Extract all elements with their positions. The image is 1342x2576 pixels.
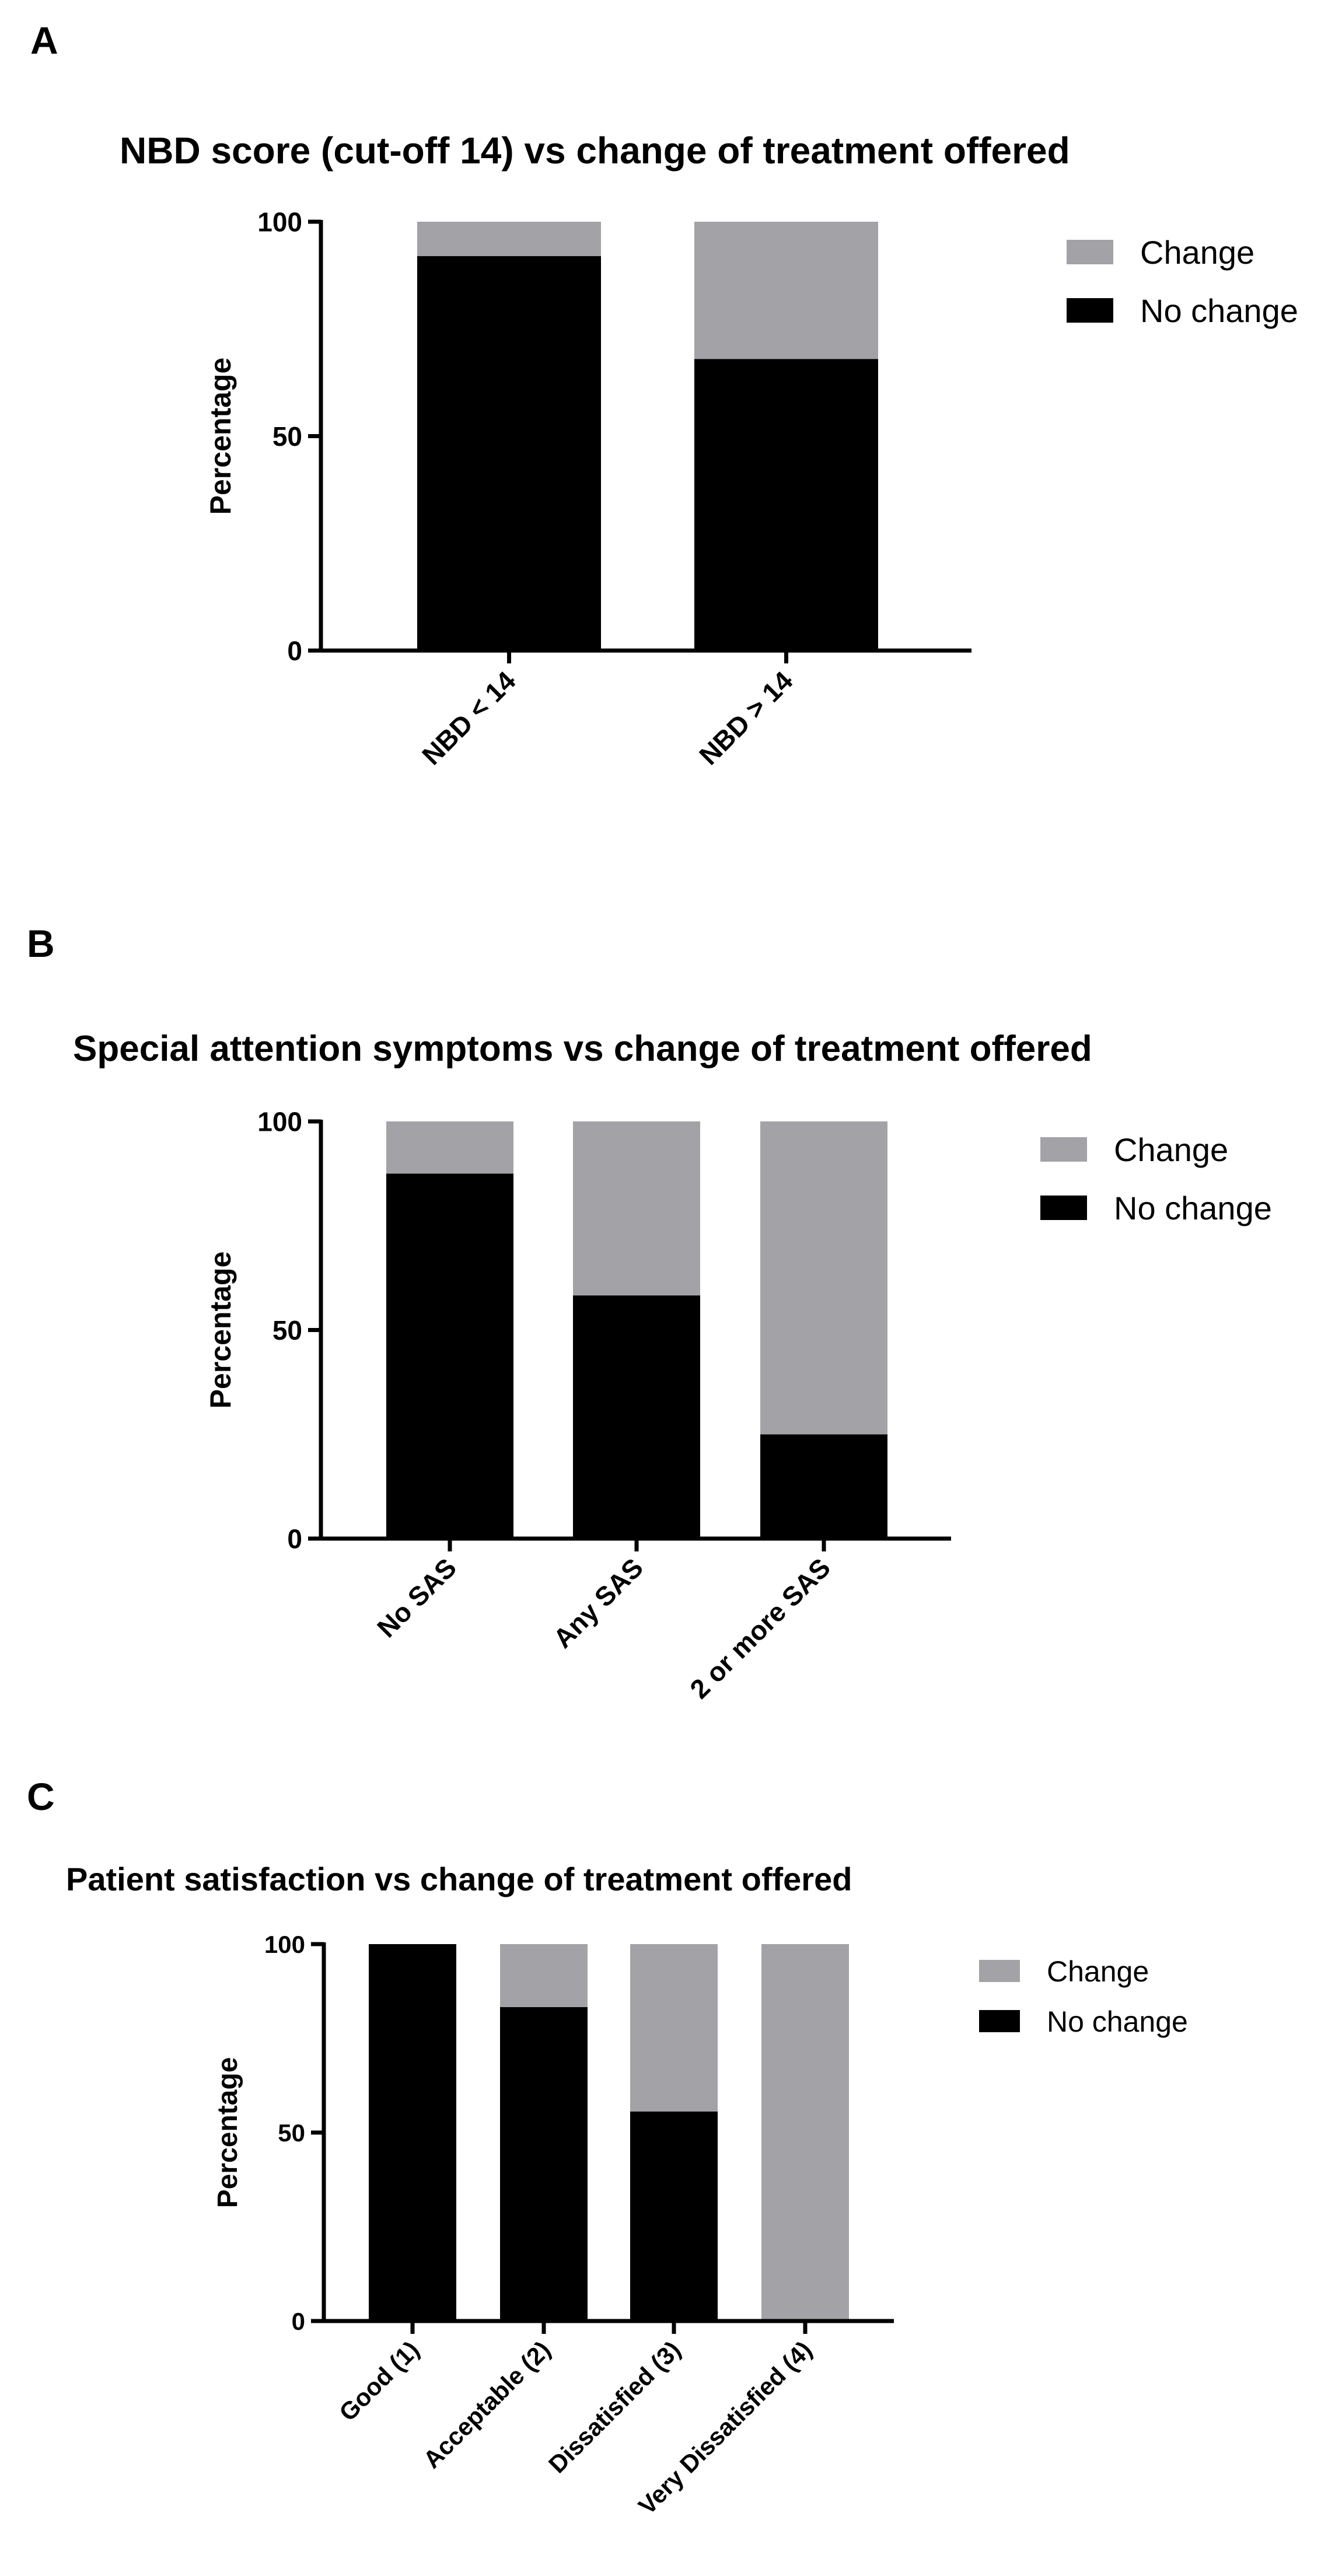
legend-swatch-no-change <box>1067 298 1113 323</box>
legend-swatch-change <box>979 1960 1020 1982</box>
y-tick-label: 100 <box>257 1107 302 1137</box>
legend-swatch-change <box>1067 240 1113 264</box>
legend-label: No change <box>1140 292 1298 329</box>
bar-no-change <box>573 1295 700 1539</box>
chart-title: Special attention symptoms vs change of … <box>73 1029 1092 1069</box>
bar-no-change <box>500 2007 588 2321</box>
legend-label: Change <box>1140 234 1254 271</box>
legend-label: Change <box>1114 1131 1228 1168</box>
bar-change <box>694 222 878 359</box>
bar-change <box>630 1944 718 2112</box>
x-tick-label: Good (1) <box>334 2336 424 2426</box>
bar-no-change <box>630 2111 718 2321</box>
bar-change <box>500 1944 588 2007</box>
legend-label: No change <box>1114 1190 1272 1226</box>
y-tick-label: 50 <box>272 421 302 452</box>
legend-label: Change <box>1047 1955 1149 1988</box>
y-tick-label: 0 <box>292 2308 305 2335</box>
panel-letter: C <box>27 1775 55 1818</box>
y-tick-label: 0 <box>287 1524 302 1554</box>
legend-swatch-no-change <box>1040 1196 1087 1220</box>
bar-no-change <box>760 1434 887 1539</box>
chart-panel-c: C Patient satisfaction vs change of treat… <box>27 1775 1188 2520</box>
bar-change <box>417 222 601 256</box>
x-tick-label: NBD > 14 <box>693 665 799 771</box>
x-tick-label: 2 or more SAS <box>684 1552 836 1704</box>
bar-change <box>760 1121 887 1435</box>
chart-title: Patient satisfaction vs change of treatm… <box>66 1861 852 1897</box>
legend-label: No change <box>1047 2005 1188 2038</box>
y-axis-label: Percentage <box>212 2057 243 2208</box>
bar-no-change <box>386 1173 513 1539</box>
y-tick-label: 100 <box>257 207 302 237</box>
bar-no-change <box>694 359 878 651</box>
y-tick-label: 50 <box>272 1315 302 1345</box>
legend-swatch-no-change <box>979 2010 1020 2032</box>
chart-panel-b: B Special attention symptoms vs change of… <box>27 922 1272 1704</box>
chart-title: NBD score (cut-off 14) vs change of trea… <box>120 130 1070 172</box>
bar-change <box>386 1121 513 1174</box>
y-tick-label: 50 <box>278 2119 305 2147</box>
legend-swatch-change <box>1040 1137 1087 1162</box>
bar-change <box>573 1121 700 1296</box>
panel-letter: A <box>30 19 58 62</box>
x-tick-label: Any SAS <box>547 1552 649 1654</box>
x-tick-label: Acceptable (2) <box>418 2336 555 2473</box>
y-tick-label: 100 <box>264 1931 305 1958</box>
x-tick-label: Dissatisfied (3) <box>543 2336 686 2478</box>
bar-no-change <box>369 1944 456 2321</box>
y-tick-label: 0 <box>287 636 302 666</box>
x-tick-label: NBD < 14 <box>416 665 522 771</box>
y-axis-label: Percentage <box>204 358 237 515</box>
chart-panel-a: A NBD score (cut-off 14) vs change of tre… <box>30 19 1298 771</box>
bar-change <box>761 1944 849 2321</box>
y-axis-label: Percentage <box>204 1252 237 1409</box>
bar-no-change <box>417 256 601 651</box>
x-tick-label: No SAS <box>371 1552 462 1643</box>
panel-letter: B <box>27 922 55 965</box>
